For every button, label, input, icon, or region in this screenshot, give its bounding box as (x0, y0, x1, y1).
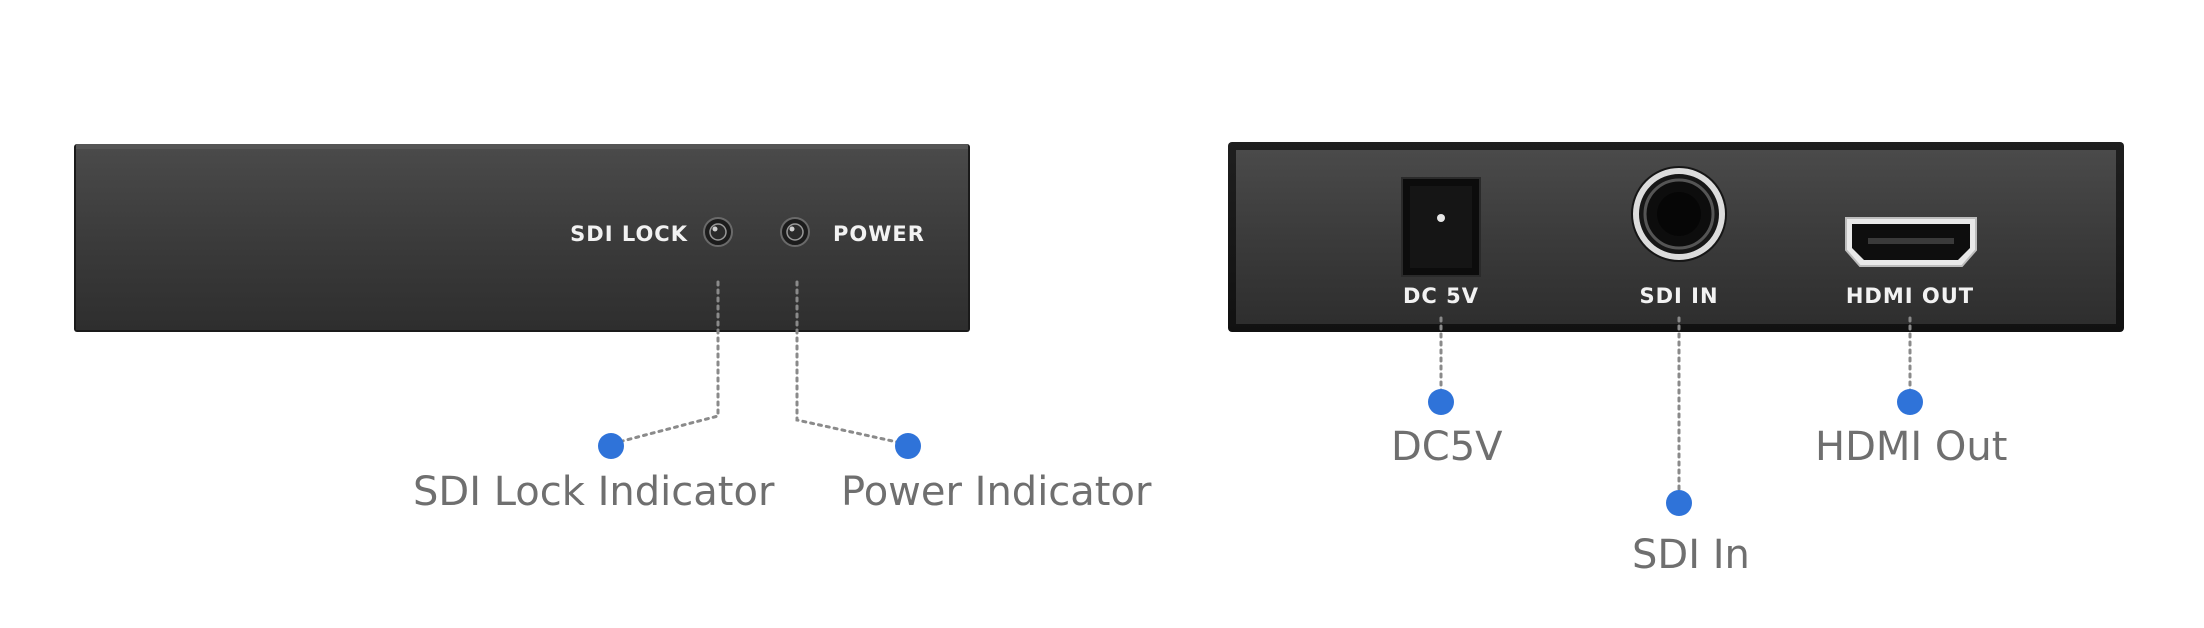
rear-hdmi-out-text: HDMI OUT (1846, 284, 1974, 308)
power-led-icon (780, 217, 810, 247)
rear-sdi-in-text: SDI IN (1639, 284, 1718, 308)
callout-hdmi-out: HDMI Out (1815, 424, 2008, 470)
rear-dc-text: DC 5V (1403, 284, 1479, 308)
callout-sdi-lock-indicator: SDI Lock Indicator (413, 469, 775, 515)
front-panel: SDI LOCK POWER (74, 144, 970, 332)
leader-sdi-lock (609, 280, 720, 446)
rear-panel: DC 5V SDI IN HDMI OUT (1228, 142, 2124, 332)
front-power-text: POWER (833, 222, 925, 246)
front-sdi-lock-text: SDI LOCK (570, 222, 688, 246)
sdi-lock-led-icon (703, 217, 733, 247)
hdmi-port-icon (1845, 217, 1977, 267)
leader-lines (609, 280, 1912, 502)
bnc-connector-icon (1631, 166, 1727, 262)
leader-power (795, 280, 908, 446)
callout-dot-dc5v (1428, 389, 1454, 415)
callout-dot-sdi-in (1666, 490, 1692, 516)
callout-sdi-in: SDI In (1632, 532, 1750, 578)
dc-jack-icon (1401, 177, 1481, 277)
callout-power-indicator: Power Indicator (841, 469, 1152, 515)
callout-dc5v: DC5V (1391, 424, 1503, 470)
callout-dots (598, 389, 1923, 516)
callout-dot-sdi-lock (598, 433, 624, 459)
callout-dot-hdmi-out (1897, 389, 1923, 415)
callout-dot-power (895, 433, 921, 459)
